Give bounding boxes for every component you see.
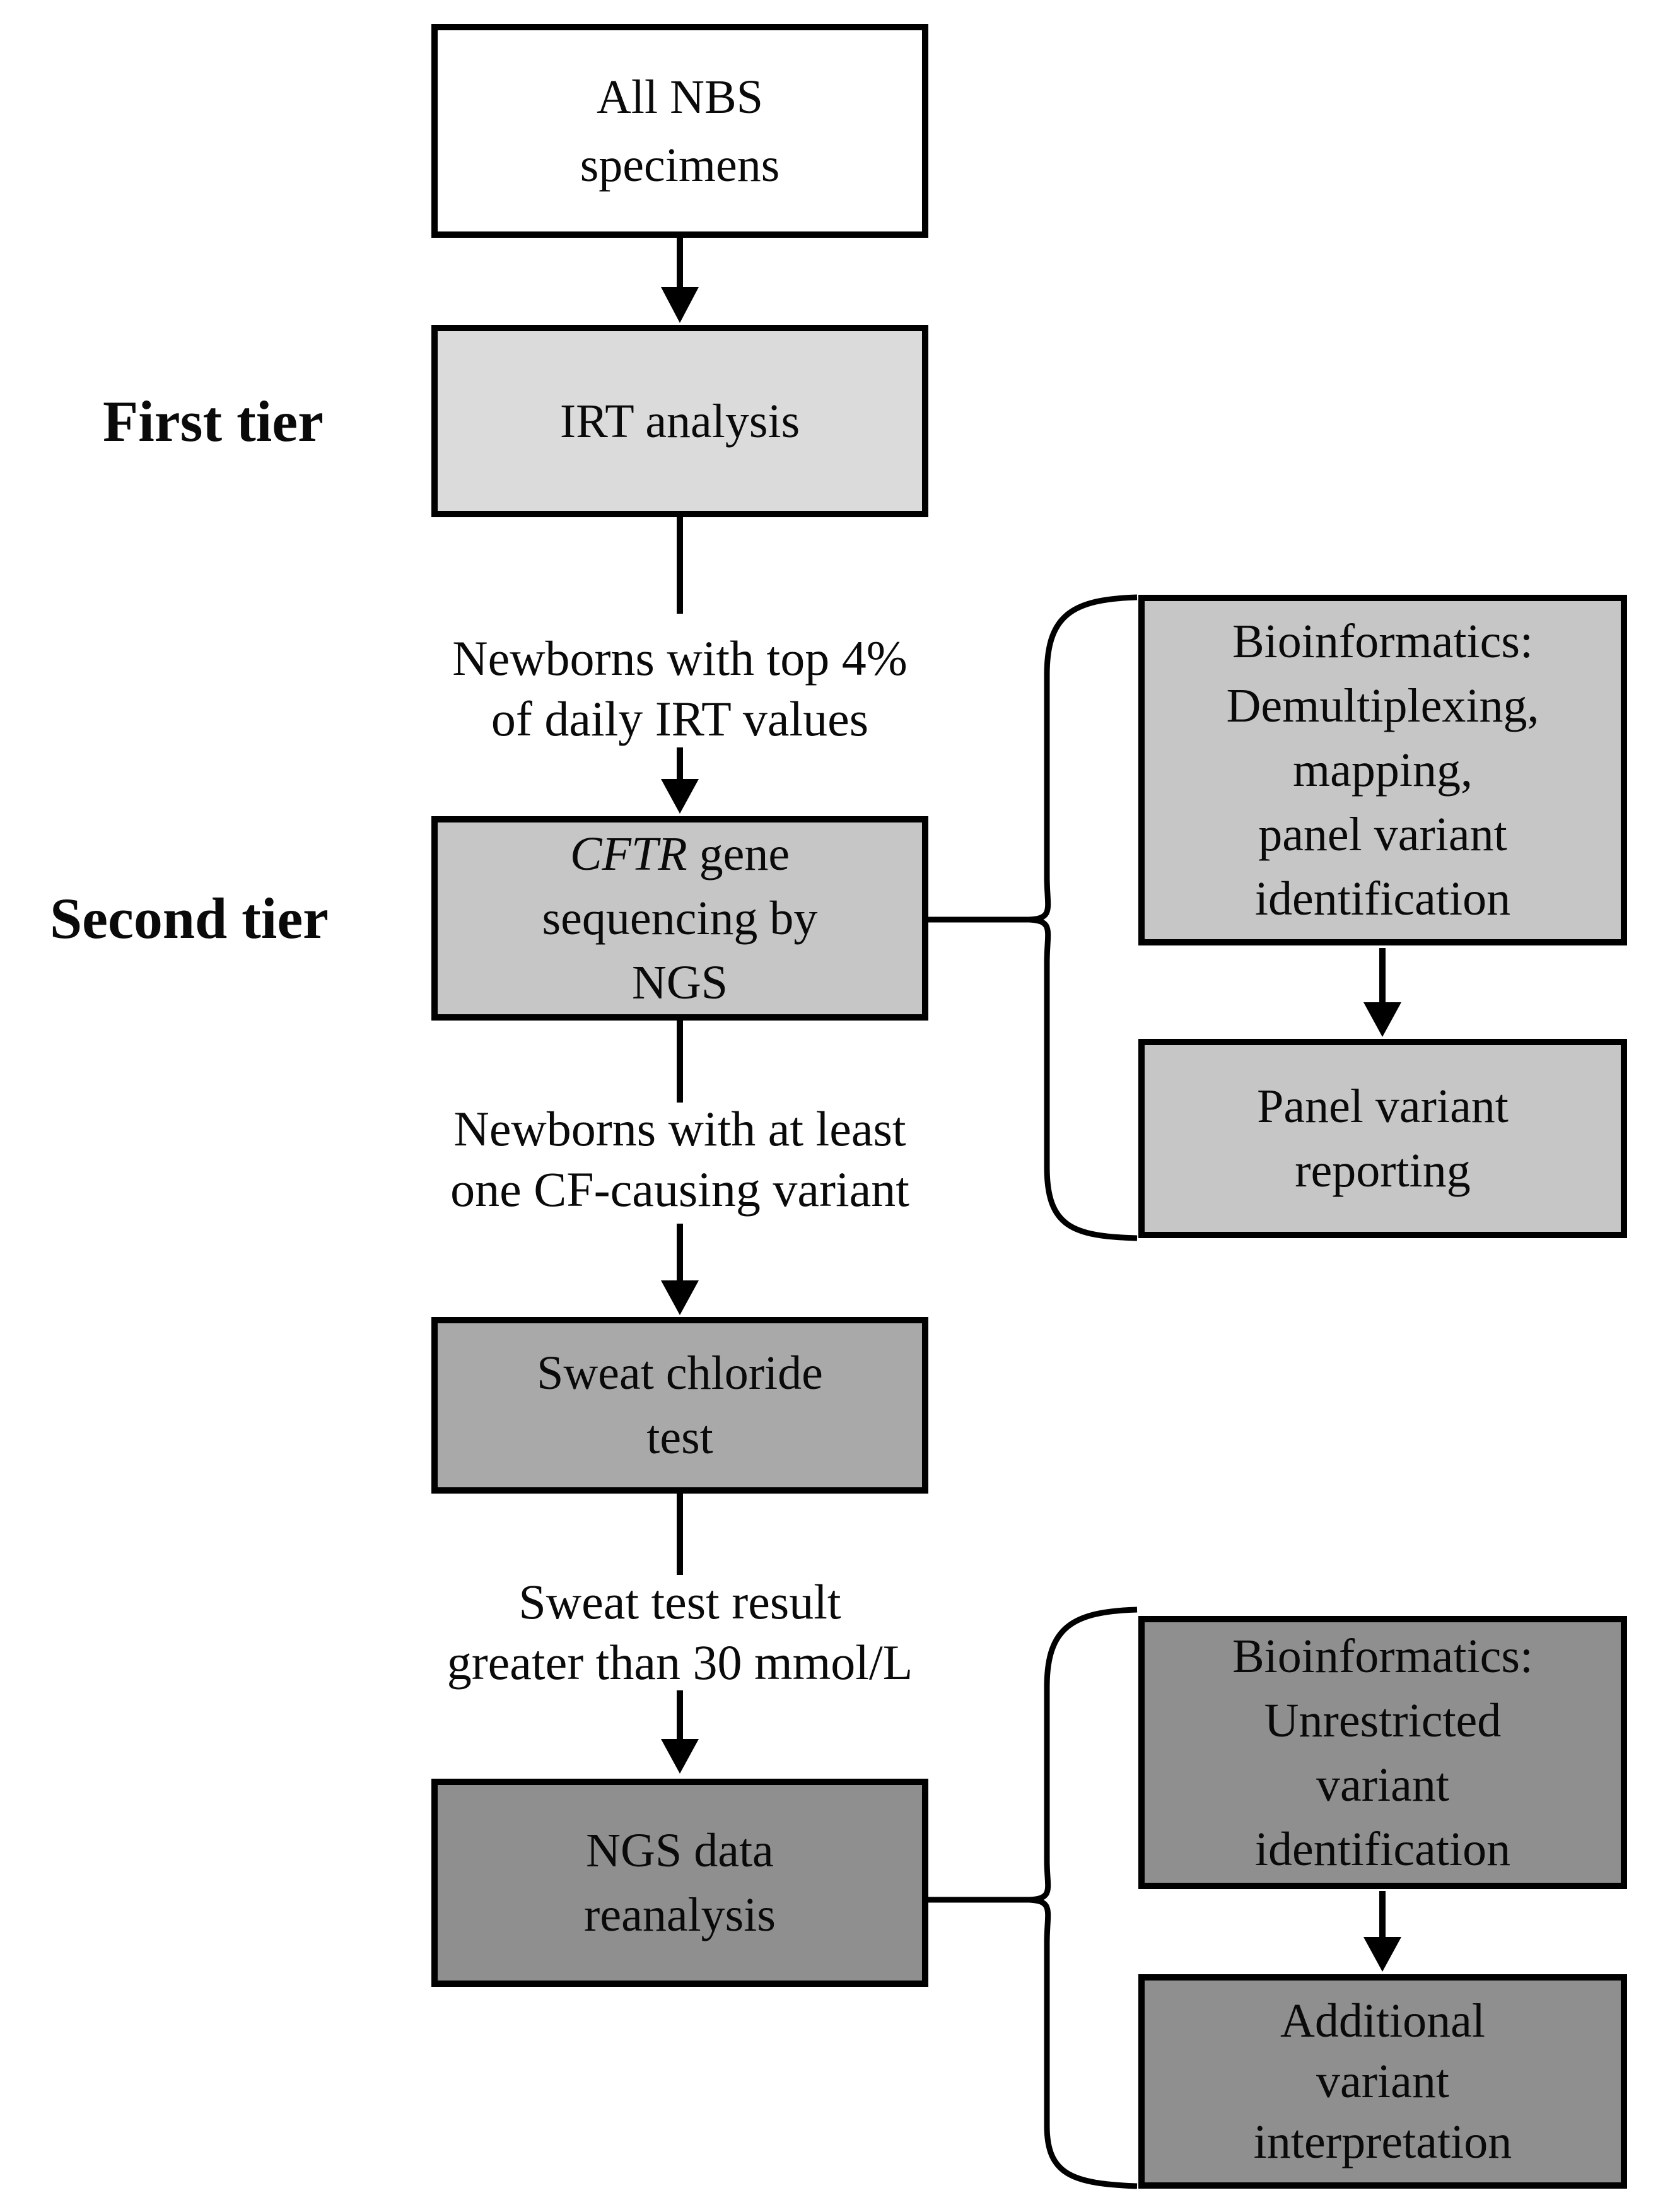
node-cftr-gene-sequencing: CFTR gene sequencing by NGS — [431, 816, 928, 1021]
arrow-caption-to-cftr — [661, 747, 699, 814]
node-label: Bioinformatics: Demultiplexing, mapping,… — [1226, 615, 1539, 925]
node-label: CFTR gene sequencing by NGS — [542, 822, 818, 1015]
node-ngs-data-reanalysis: NGS data reanalysis — [431, 1779, 928, 1987]
node-additional-variant-interpretation: Additional variant interpretation — [1138, 1974, 1627, 2189]
arrow-biounrestricted-to-additional — [1363, 1891, 1401, 1972]
arrow-caption-to-ngs — [661, 1690, 699, 1774]
node-label: Bioinformatics: Unrestricted variant ide… — [1232, 1629, 1534, 1876]
node-label: Additional variant interpretation — [1253, 1994, 1512, 2168]
node-all-nbs-specimens: All NBS specimens — [431, 24, 928, 238]
arrow-allnbs-to-irt — [661, 238, 699, 323]
node-panel-variant-reporting: Panel variant reporting — [1138, 1039, 1627, 1238]
node-bioinformatics-unrestricted: Bioinformatics: Unrestricted variant ide… — [1138, 1616, 1627, 1889]
node-irt-analysis: IRT analysis — [431, 325, 928, 517]
edge-label-cftr-to-sweat: Newborns with at least one CF-causing va… — [450, 1101, 909, 1217]
node-label: Panel variant reporting — [1257, 1080, 1509, 1197]
node-sweat-chloride-test: Sweat chloride test — [431, 1317, 928, 1494]
node-bioinformatics-panel: Bioinformatics: Demultiplexing, mapping,… — [1138, 595, 1627, 945]
cftr-label-rest: gene sequencing by NGS — [542, 828, 818, 1009]
node-label: All NBS specimens — [580, 70, 780, 192]
arrow-caption-to-sweat — [661, 1224, 699, 1315]
tier-label-second: Second tier — [49, 886, 329, 951]
edge-label-sweat-to-ngs: Sweat test result greater than 30 mmol/L — [447, 1574, 913, 1690]
cftr-gene-symbol: CFTR — [569, 828, 687, 881]
node-label: IRT analysis — [559, 394, 800, 448]
edge-label-irt-to-cftr: Newborns with top 4% of daily IRT values — [452, 631, 908, 746]
node-label: Sweat chloride test — [537, 1347, 823, 1464]
tier-label-first: First tier — [103, 389, 324, 454]
node-label: NGS data reanalysis — [584, 1824, 776, 1941]
arrow-biopanel-to-panelreport — [1363, 948, 1401, 1037]
brace-ngs-to-bioinformatics — [926, 1606, 1138, 2189]
